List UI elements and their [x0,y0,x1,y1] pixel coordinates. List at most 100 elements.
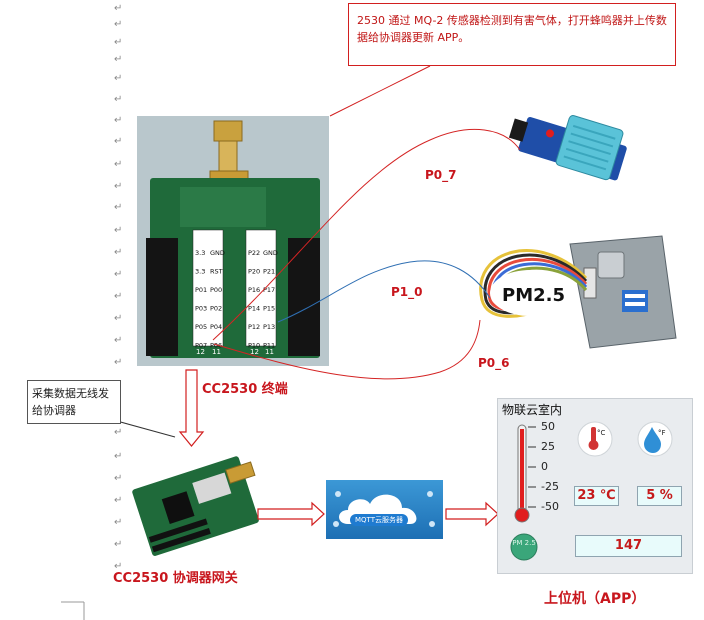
pin-label: RST [210,268,223,276]
col-number: 2 [252,231,256,239]
label-p1-0: P1_0 [391,285,423,299]
paragraph-mark: ↵ [114,451,123,462]
hum-icon-unit: °F [658,429,666,437]
pin-label: P01 [195,286,207,294]
terminal-label: CC2530 终端 [202,382,288,397]
pin-label: 3.3 [195,249,205,257]
pin-label: P15 [263,305,275,313]
dht11-sensor [508,115,627,181]
paragraph-mark: ↵ [114,357,123,368]
paragraph-mark: ↵ [114,54,123,65]
pin-label: P13 [263,323,275,331]
humidity-value: 5 % [637,486,682,506]
pin-label: P22 [248,249,260,257]
callout-left-text: 采集数据无线发给协调器 [32,387,109,417]
pin-label: P00 [210,286,222,294]
pin-label: P04 [210,323,222,331]
paragraph-mark: ↵ [114,115,123,126]
row-number: 11 [212,348,221,356]
sma-connector [213,120,243,142]
pin-label: P11 [263,342,275,350]
paragraph-mark: ↵ [114,202,123,213]
right-arrow-cloud [445,501,499,527]
pin-label: P05 [195,323,207,331]
wire-p1-0 [277,260,491,323]
temp-icon-unit: °C [597,429,606,437]
pin-label: 3.3 [195,268,205,276]
paragraph-mark: ↵ [114,136,123,147]
paragraph-mark: ↵ [114,181,123,192]
paragraph-mark: ↵ [114,427,123,438]
paragraph-mark: ↵ [114,561,123,572]
pin-label: GND [210,249,225,257]
paragraph-mark: ↵ [114,225,123,236]
col-number: 1 [214,231,218,239]
pin-label: P07 [195,342,207,350]
mqtt-cloud-server: MQTT云服务器 [326,480,443,539]
row-number: 11 [265,348,274,356]
left-pin-header [146,238,178,356]
paragraph-mark: ↵ [114,313,123,324]
down-arrow [178,369,205,447]
paragraph-mark: ↵ [114,3,123,14]
thermometer-tick-label: 50 [541,420,555,433]
paragraph-mark: ↵ [114,37,123,48]
pin-label: P10 [248,342,260,350]
right-pin-header [288,238,320,356]
thermometer-tick-label: 0 [541,460,548,473]
callout-left: 采集数据无线发给协调器 [27,380,121,424]
col-number: 2 [198,231,202,239]
paragraph-mark: ↵ [114,73,123,84]
paragraph-mark: ↵ [114,495,123,506]
label-p0-6: P0_6 [478,356,510,370]
label-p0-7: P0_7 [425,168,457,182]
wire-p0-7 [212,128,521,341]
paragraph-mark: ↵ [114,539,123,550]
row-number: 12 [250,348,259,356]
paragraph-mark: ↵ [114,335,123,346]
pin-label: P21 [263,268,275,276]
paragraph-mark: ↵ [114,291,123,302]
temperature-value: 23 ℃ [574,486,619,506]
host-label: 上位机（APP） [544,591,646,607]
thermometer-tick-label: -50 [541,500,559,513]
thermometer-tick-label: -25 [541,480,559,493]
pin-label: P14 [248,305,260,313]
wire-p0-6 [213,319,481,380]
callout-top: 2530 通过 MQ-2 传感器检测到有害气体，打开蜂鸣器并上传数据给协调器更新… [348,3,676,66]
pm-value: 147 [575,535,682,557]
paragraph-mark: ↵ [114,159,123,170]
app-title: 物联云室内 [502,403,563,417]
paragraph-mark: ↵ [114,269,123,280]
thermometer-gauge [514,424,536,523]
gateway-label: CC2530 协调器网关 [113,571,238,586]
paragraph-mark: ↵ [114,247,123,258]
thermometer-tick-label: 25 [541,440,555,453]
gateway-board [132,456,259,556]
paragraph-mark: ↵ [114,517,123,528]
paragraph-mark: ↵ [114,473,123,484]
callout-top-text: 2530 通过 MQ-2 传感器检测到有害气体，打开蜂鸣器并上传数据给协调器更新… [357,14,667,44]
cloud-label: MQTT云服务器 [355,516,403,524]
pm25-sensor: PM2.5 [479,235,677,349]
pin-label: P06 [210,342,222,350]
row-number: 12 [196,348,205,356]
pm-icon [510,533,538,561]
pin-label: GND [263,249,278,257]
paragraph-mark: ↵ [114,19,123,30]
pin-label: P02 [210,305,222,313]
pm-icon-text: PM 2.5 [512,539,536,547]
right-arrow-gateway [257,501,325,527]
pin-label: P16 [248,286,260,294]
pin-label: P03 [195,305,207,313]
col-number: 1 [267,231,271,239]
paragraph-mark: ↵ [114,94,123,105]
pin-label: P20 [248,268,260,276]
pm25-sensor-label: PM2.5 [502,285,565,306]
pin-label: P12 [248,323,260,331]
pin-label: P17 [263,286,275,294]
